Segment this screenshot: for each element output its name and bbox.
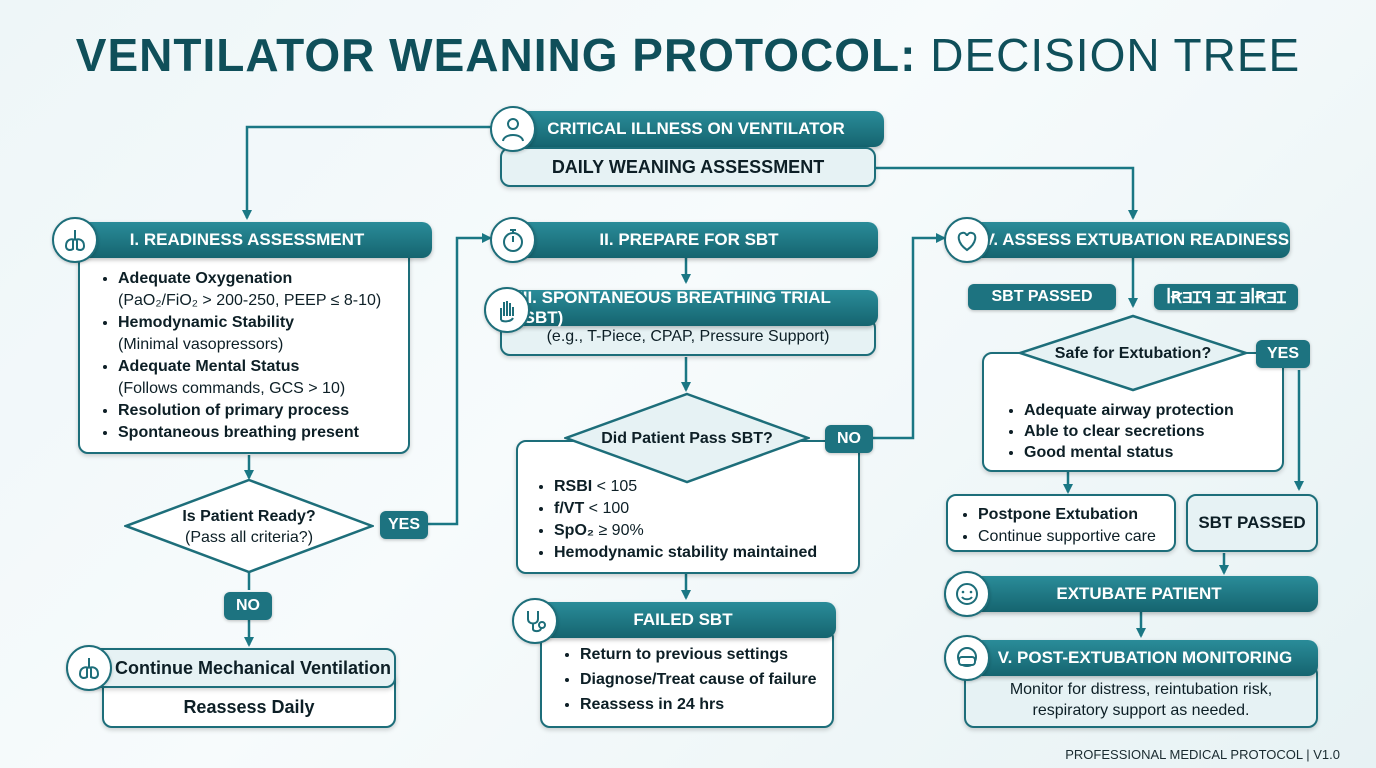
post-header-label: V. POST-EXTUBATION MONITORING [997,648,1293,667]
garbled-tag: ꟾꞦƎꞮꟼ ƎꞮ ƎꟾꞦƎꞮ [1154,284,1298,310]
extubation-header-label: IV. ASSESS EXTUBATION READINESS [978,230,1290,249]
sbt-no-label: NO [837,430,861,447]
stopwatch-icon [490,217,536,263]
safe-item-1: Adequate airway protection [1024,400,1272,421]
failed-box: Return to previous settings Diagnose/Tre… [540,628,834,728]
readiness-item-5: Spontaneous breathing present [118,422,398,444]
readiness-box: Adequate Oxygenation(PaO₂/FiO₂ > 200-250… [78,240,410,454]
garbled-tag-label: ꟾꞦƎꞮꟼ ƎꞮ ƎꟾꞦƎꞮ [1166,290,1286,307]
mask-icon [944,635,990,681]
failed-item-1: Return to previous settings [580,642,822,667]
failed-item-3: Reassess in 24 hrs [580,692,822,717]
ready-no-tag: NO [224,592,272,620]
start-header-label: CRITICAL ILLNESS ON VENTILATOR [547,119,845,138]
start-header: CRITICAL ILLNESS ON VENTILATOR [508,111,884,147]
post-body-label: Monitor for distress, reintubation risk,… [1009,681,1273,719]
stethoscope-icon [512,598,558,644]
ready-question: Is Patient Ready? (Pass all criteria?) [154,506,344,548]
readiness-item-2: Hemodynamic Stability(Minimal vasopresso… [118,312,398,356]
safe-diamond [1018,314,1248,392]
failed-item-2: Diagnose/Treat cause of failure [580,667,822,692]
start-body-label: DAILY WEANING ASSESSMENT [551,156,825,177]
failed-header-label: FAILED SBT [633,610,733,629]
sbt-criteria-2: f/VT < 100 [554,498,848,520]
sbt-passed-box-label: SBT PASSED [1198,513,1306,532]
continue-header: Continue Mechanical Ventilation [90,648,396,688]
start-body: DAILY WEANING ASSESSMENT [500,147,876,187]
title-bold: VENTILATOR WEANING PROTOCOL: [75,29,917,81]
prepare-header-label: II. PREPARE FOR SBT [599,230,779,249]
readiness-item-3: Adequate Mental Status(Follows commands,… [118,356,398,400]
sbt-passed-tag-label: SBT PASSED [991,288,1093,305]
arrow-yes-to-prepare [428,233,492,526]
safe-yes-tag: YES [1256,340,1310,368]
lungs-icon-2 [66,645,112,691]
ready-question-line1: Is Patient Ready? [182,508,316,525]
post-header: V. POST-EXTUBATION MONITORING [958,640,1318,676]
lungs-icon [52,217,98,263]
sbt-criteria-4: Hemodynamic stability maintained [554,542,848,564]
arrow-start-to-readiness [242,125,500,220]
sbt-body-label: (e.g., T-Piece, CPAP, Pressure Support) [546,328,830,345]
doctor-icon [490,106,536,152]
arrow-start-to-extubation [876,166,1138,220]
readiness-header-label: I. READINESS ASSESSMENT [129,230,365,249]
ready-question-line2: (Pass all criteria?) [184,529,314,546]
postpone-box: Postpone Extubation Continue supportive … [946,494,1176,552]
hand-icon [484,287,530,333]
ready-no-label: NO [236,597,260,614]
page-title: VENTILATOR WEANING PROTOCOL: DECISION TR… [0,28,1376,82]
ready-yes-label: YES [387,516,420,533]
readiness-header: I. READINESS ASSESSMENT [62,222,432,258]
safe-item-2: Able to clear secretions [1024,421,1272,442]
heart-icon [944,217,990,263]
sbt-diamond [564,392,810,484]
ready-diamond [124,478,374,574]
sbt-question-label: Did Patient Pass SBT? [601,430,773,447]
footer-text: PROFESSIONAL MEDICAL PROTOCOL | V1.0 [1065,747,1340,762]
continue-header-label: Continue Mechanical Ventilation [114,657,392,678]
readiness-item-4: Resolution of primary process [118,400,398,422]
postpone-item-1: Postpone Extubation [978,504,1168,526]
extubate-header: EXTUBATE PATIENT [946,576,1318,612]
continue-body-label: Reassess Daily [183,697,315,717]
prepare-header: II. PREPARE FOR SBT [500,222,878,258]
sbt-header-label: III. SPONTANEOUS BREATHING TRIAL (SBT) [518,288,831,327]
sbt-passed-tag: SBT PASSED [968,284,1116,310]
failed-header: FAILED SBT [530,602,836,638]
title-light: DECISION TREE [930,29,1301,81]
ready-yes-tag: YES [380,511,428,539]
readiness-item-1: Adequate Oxygenation(PaO₂/FiO₂ > 200-250… [118,268,398,312]
extubate-header-label: EXTUBATE PATIENT [1056,584,1222,603]
safe-question-label: Safe for Extubation? [1054,345,1212,362]
sbt-header: III. SPONTANEOUS BREATHING TRIAL (SBT) [500,288,878,327]
sbt-question: Did Patient Pass SBT? [594,428,780,449]
sbt-passed-box: SBT PASSED [1186,494,1318,552]
sbt-criteria-1: RSBI < 105 [554,476,848,498]
postpone-item-2: Continue supportive care [978,526,1168,548]
extubation-header: IV. ASSESS EXTUBATION READINESS [958,222,1290,258]
safe-item-3: Good mental status [1024,442,1272,463]
sbt-criteria-3: SpO₂ ≥ 90% [554,520,848,542]
face-icon [944,571,990,617]
safe-question: Safe for Extubation? [1040,343,1226,364]
safe-yes-label: YES [1266,345,1299,362]
arrow-no-to-extubation [873,233,946,440]
sbt-no-tag: NO [825,425,873,453]
